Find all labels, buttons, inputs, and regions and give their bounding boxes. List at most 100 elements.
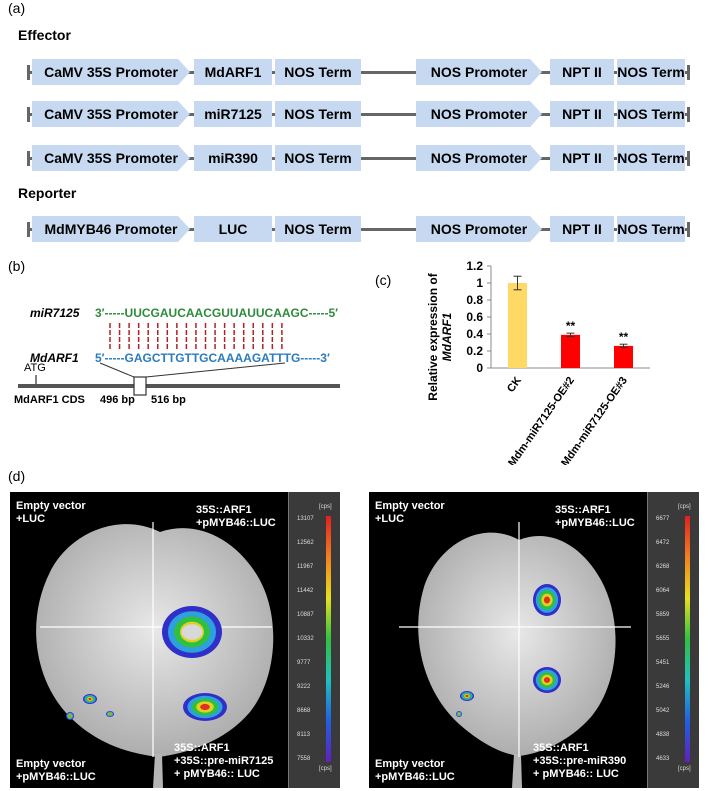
significance-label: ** [566,319,576,333]
color-scale-gradient [685,516,690,762]
luc-label-line: +pMYB46::LUC [375,771,455,783]
zoom-line-right [145,362,286,378]
scale-value: 5655 [656,636,670,642]
scale-unit-top: [cps] [678,504,691,510]
panel-label-a: (a) [8,0,26,16]
luminescence-signal [88,697,92,701]
luc-label-line: 35S::ARF1 [196,504,252,516]
construct-promoter2: NOS Promoter [416,216,542,242]
leaf-shape [418,532,616,756]
luc-label-tl: Empty vector+LUC [16,500,86,526]
luc-label-line: +pMYB46::LUC [555,517,635,529]
luc-label-line: 35S::ARF1 [174,742,230,754]
luc-label-bl: Empty vector+pMYB46::LUC [375,758,455,784]
luminescence-signal [543,596,551,604]
construct-gene: miR390 [194,145,272,171]
cds-label: MdARF1 CDS [14,394,85,406]
construct-promoter2: NOS Promoter [416,145,542,171]
luc-label-line: 35S::ARF1 [533,742,589,754]
construct-gene: MdARF1 [194,59,272,85]
construct-promoter: CaMV 35S Promoter [32,101,190,127]
zoom-line-left [99,362,135,378]
scale-value: 6064 [656,588,670,594]
panel-label-b: (b) [8,258,26,274]
y-tick-label: 1.2 [466,259,483,273]
border-cap-right [687,222,690,237]
luc-label-line: Empty vector [375,758,445,770]
scale-value: 6268 [656,564,670,570]
scale-value: 10887 [297,612,314,618]
mir-name: miR7125 [30,306,80,320]
construct-promoter: CaMV 35S Promoter [32,59,190,85]
color-scale-gradient [326,516,331,762]
border-cap-right [687,151,690,166]
scale-value: 8113 [297,732,310,738]
scale-value: 10332 [297,636,314,642]
scale-unit-top: [cps] [319,504,332,510]
reporter-label: Reporter [18,185,77,201]
pos-start-label: 496 bp [100,394,135,406]
leaf-stem [512,754,522,788]
construct-promoter: MdMYB46 Promoter [32,216,190,242]
luminescence-signal [543,677,551,683]
construct-term: NOS Term [275,101,361,127]
scale-value: 5042 [656,708,670,714]
luminescence-signal [109,713,111,715]
scale-unit-bottom: [cps] [319,766,332,772]
luc-label-tr: 35S::ARF1+pMYB46::LUC [196,504,276,530]
scale-value: 4838 [656,732,670,738]
luc-label-line: + pMYB46:: LUC [174,768,260,780]
scale-value: 6677 [656,516,670,522]
luminescence-signal [69,715,71,717]
y-tick-label: 0.2 [466,344,483,358]
construct-term: NOS Term [275,145,361,171]
scale-unit-bottom: [cps] [678,766,691,772]
scale-value: 5859 [656,612,670,618]
construct-term2: NOS Term [617,145,685,171]
signal-center [181,624,203,640]
luc-label-line: +35S::pre-miR7125 [174,755,274,767]
scale-value: 13107 [297,516,314,522]
scale-value: 9777 [297,660,311,666]
construct-marker: NPT II [550,216,614,242]
luc-label-line: Empty vector [16,500,86,512]
scale-value: 4633 [656,756,670,762]
atg-label: ATG [24,362,46,374]
target-site-box [133,376,147,396]
luc-label-br: 35S::ARF1+35S::pre-miR7125+ pMYB46:: LUC [174,742,273,781]
luc-label-line: +LUC [375,513,405,525]
scale-value: 11442 [297,588,314,594]
luc-label-line: +35S::pre-miR390 [533,755,627,767]
y-tick-label: 0 [476,361,483,375]
arf-sequence: 5′-----GAGCTTGTTGCAAAAGATTTG-----3′ [95,351,330,365]
arf-name: MdARF1 [30,351,79,365]
scale-value: 5451 [656,660,670,666]
y-tick-label: 1 [476,276,483,290]
luc-label-bl: Empty vector+pMYB46::LUC [16,758,96,784]
scale-value: 7558 [297,756,311,762]
luc-label-line: 35S::ARF1 [555,504,611,516]
luc-label-line: +LUC [16,513,46,525]
panel-label-d: (d) [8,468,26,484]
effector-label: Effector [18,27,71,43]
panel-label-c: (c) [375,272,392,288]
leaf-image [36,522,274,788]
luc-label-line: + pMYB46:: LUC [533,768,619,780]
leaf-stem [153,754,163,788]
significance-label: ** [619,330,629,344]
alignment-panel: miR7125 3′-----UUCGAUCAACGUUAUUCAAGC----… [0,270,360,470]
border-cap-right [687,107,690,122]
mir-sequence: 3′-----UUCGAUCAACGUUAUUCAAGC-----5′ [95,306,339,320]
luminescence-signal [200,703,210,711]
leaf-shape [36,524,274,757]
bar [561,334,580,368]
construct-marker: NPT II [550,59,614,85]
construct-term2: NOS Term [617,101,685,127]
